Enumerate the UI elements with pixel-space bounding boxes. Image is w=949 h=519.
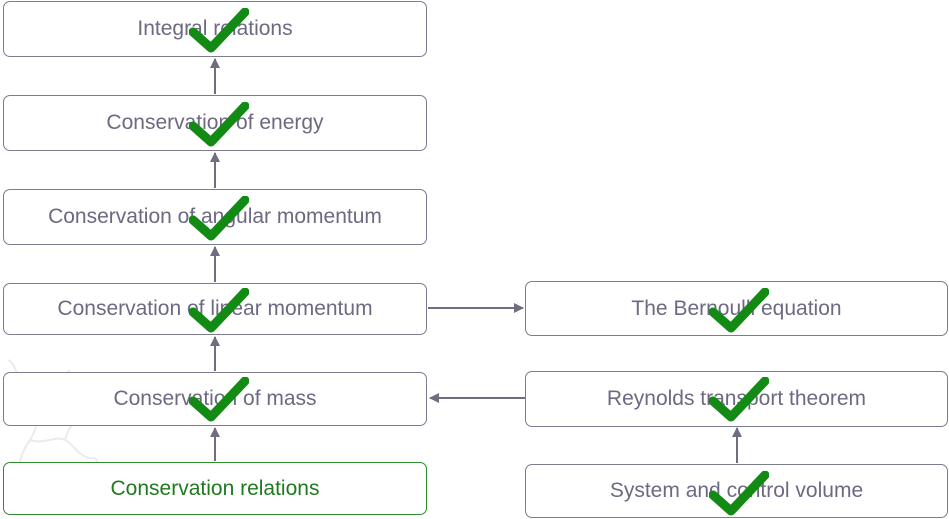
node-conservation-of-energy[interactable]: Conservation of energy (3, 95, 427, 151)
node-label: Conservation of angular momentum (48, 205, 382, 228)
node-conservation-of-linear-momentum[interactable]: Conservation of linear momentum (3, 283, 427, 335)
node-label: Reynolds transport theorem (606, 387, 867, 410)
node-conservation-relations[interactable]: Conservation relations (3, 462, 427, 515)
node-system-and-control-volume[interactable]: System and control volume (525, 464, 948, 518)
node-label: Conservation of energy (106, 111, 324, 134)
node-reynolds-transport-theorem[interactable]: Reynolds transport theorem (525, 371, 948, 427)
node-label: System and control volume (609, 479, 864, 502)
node-label: The Bernoulli equation (631, 296, 842, 320)
node-label: Conservation of mass (113, 387, 317, 410)
node-label: Integral relations (137, 17, 293, 40)
node-label: Conservation relations (110, 476, 320, 500)
node-conservation-of-mass[interactable]: Conservation of mass (3, 372, 427, 426)
node-bernoulli-equation[interactable]: The Bernoulli equation (525, 281, 948, 336)
node-conservation-of-angular-momentum[interactable]: Conservation of angular momentum (3, 189, 427, 245)
node-label: Conservation of linear momentum (57, 297, 373, 320)
node-integral-relations[interactable]: Integral relations (3, 1, 427, 57)
